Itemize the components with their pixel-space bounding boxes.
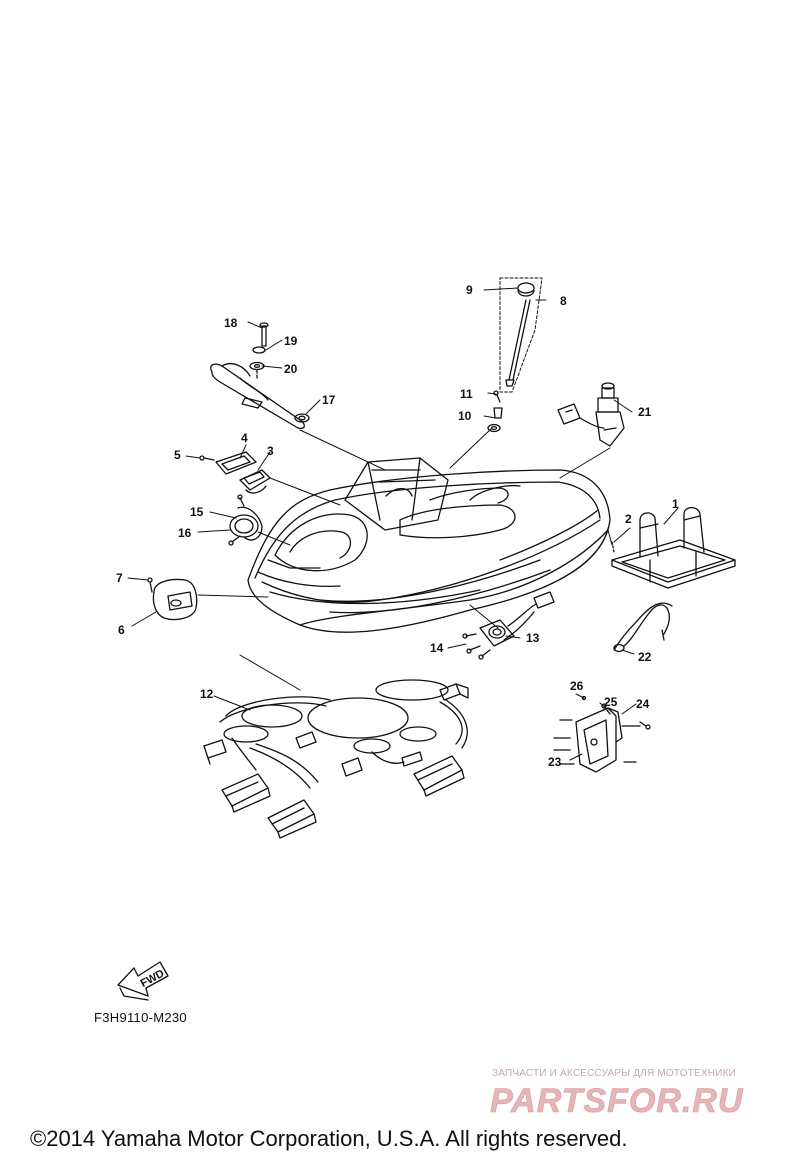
callout-leaders bbox=[127, 287, 679, 761]
callout-numbers: 1 2 3 4 5 6 7 8 9 10 11 12 13 14 15 16 1… bbox=[116, 283, 679, 769]
part-12-wire-harness bbox=[203, 679, 469, 839]
boat-hull-illustration bbox=[247, 457, 611, 633]
callout-2: 2 bbox=[625, 512, 632, 526]
callout-6: 6 bbox=[118, 623, 125, 637]
watermark-subtitle: ЗАПЧАСТИ И АКСЕССУАРЫ ДЛЯ МОТОТЕХНИКИ bbox=[492, 1068, 737, 1079]
callout-1: 1 bbox=[672, 497, 679, 511]
callout-14: 14 bbox=[430, 641, 444, 655]
leader-lines bbox=[197, 427, 613, 691]
callout-8: 8 bbox=[560, 294, 567, 308]
part-17-grab-rail bbox=[210, 362, 310, 430]
part-23-26-bracket bbox=[553, 695, 651, 773]
callout-26: 26 bbox=[570, 679, 584, 693]
callout-15: 15 bbox=[190, 505, 204, 519]
callout-16: 16 bbox=[178, 526, 192, 540]
part-6-7-horn bbox=[147, 577, 198, 621]
callout-17: 17 bbox=[322, 393, 336, 407]
part-8-11-dipstick bbox=[487, 277, 543, 433]
copyright-notice: ©2014 Yamaha Motor Corporation, U.S.A. A… bbox=[30, 1126, 628, 1151]
callout-5: 5 bbox=[174, 448, 181, 462]
callout-22: 22 bbox=[638, 650, 652, 664]
part-15-16-gauge-cover bbox=[228, 494, 263, 546]
drawing-code: F3H9110-M230 bbox=[94, 1010, 187, 1025]
watermark-logo: PARTSFOR.RU bbox=[490, 1082, 744, 1121]
fwd-label: FWD bbox=[139, 968, 167, 990]
callout-25: 25 bbox=[604, 695, 618, 709]
callout-24: 24 bbox=[636, 697, 650, 711]
callout-7: 7 bbox=[116, 571, 123, 585]
callout-13: 13 bbox=[526, 631, 540, 645]
callout-21: 21 bbox=[638, 405, 652, 419]
callout-12: 12 bbox=[200, 687, 214, 701]
part-18-20-bolt-washers bbox=[249, 322, 269, 381]
part-21-sensor bbox=[557, 382, 625, 447]
part-1-2-battery-brackets bbox=[611, 506, 736, 589]
callout-19: 19 bbox=[284, 334, 298, 348]
part-22-battery-cable bbox=[613, 602, 673, 653]
callout-11: 11 bbox=[460, 387, 473, 401]
svg-text:PARTSFOR.RU: PARTSFOR.RU bbox=[490, 1082, 744, 1120]
callout-4: 4 bbox=[241, 431, 248, 445]
part-13-14-mount-harness bbox=[462, 591, 555, 660]
callout-10: 10 bbox=[458, 409, 472, 423]
part-3-5-switch-covers bbox=[199, 451, 271, 494]
callout-20: 20 bbox=[284, 362, 298, 376]
fwd-arrow-icon bbox=[117, 961, 169, 1001]
callout-3: 3 bbox=[267, 444, 274, 458]
callout-18: 18 bbox=[224, 316, 238, 330]
callout-9: 9 bbox=[466, 283, 473, 297]
callout-23: 23 bbox=[548, 755, 562, 769]
